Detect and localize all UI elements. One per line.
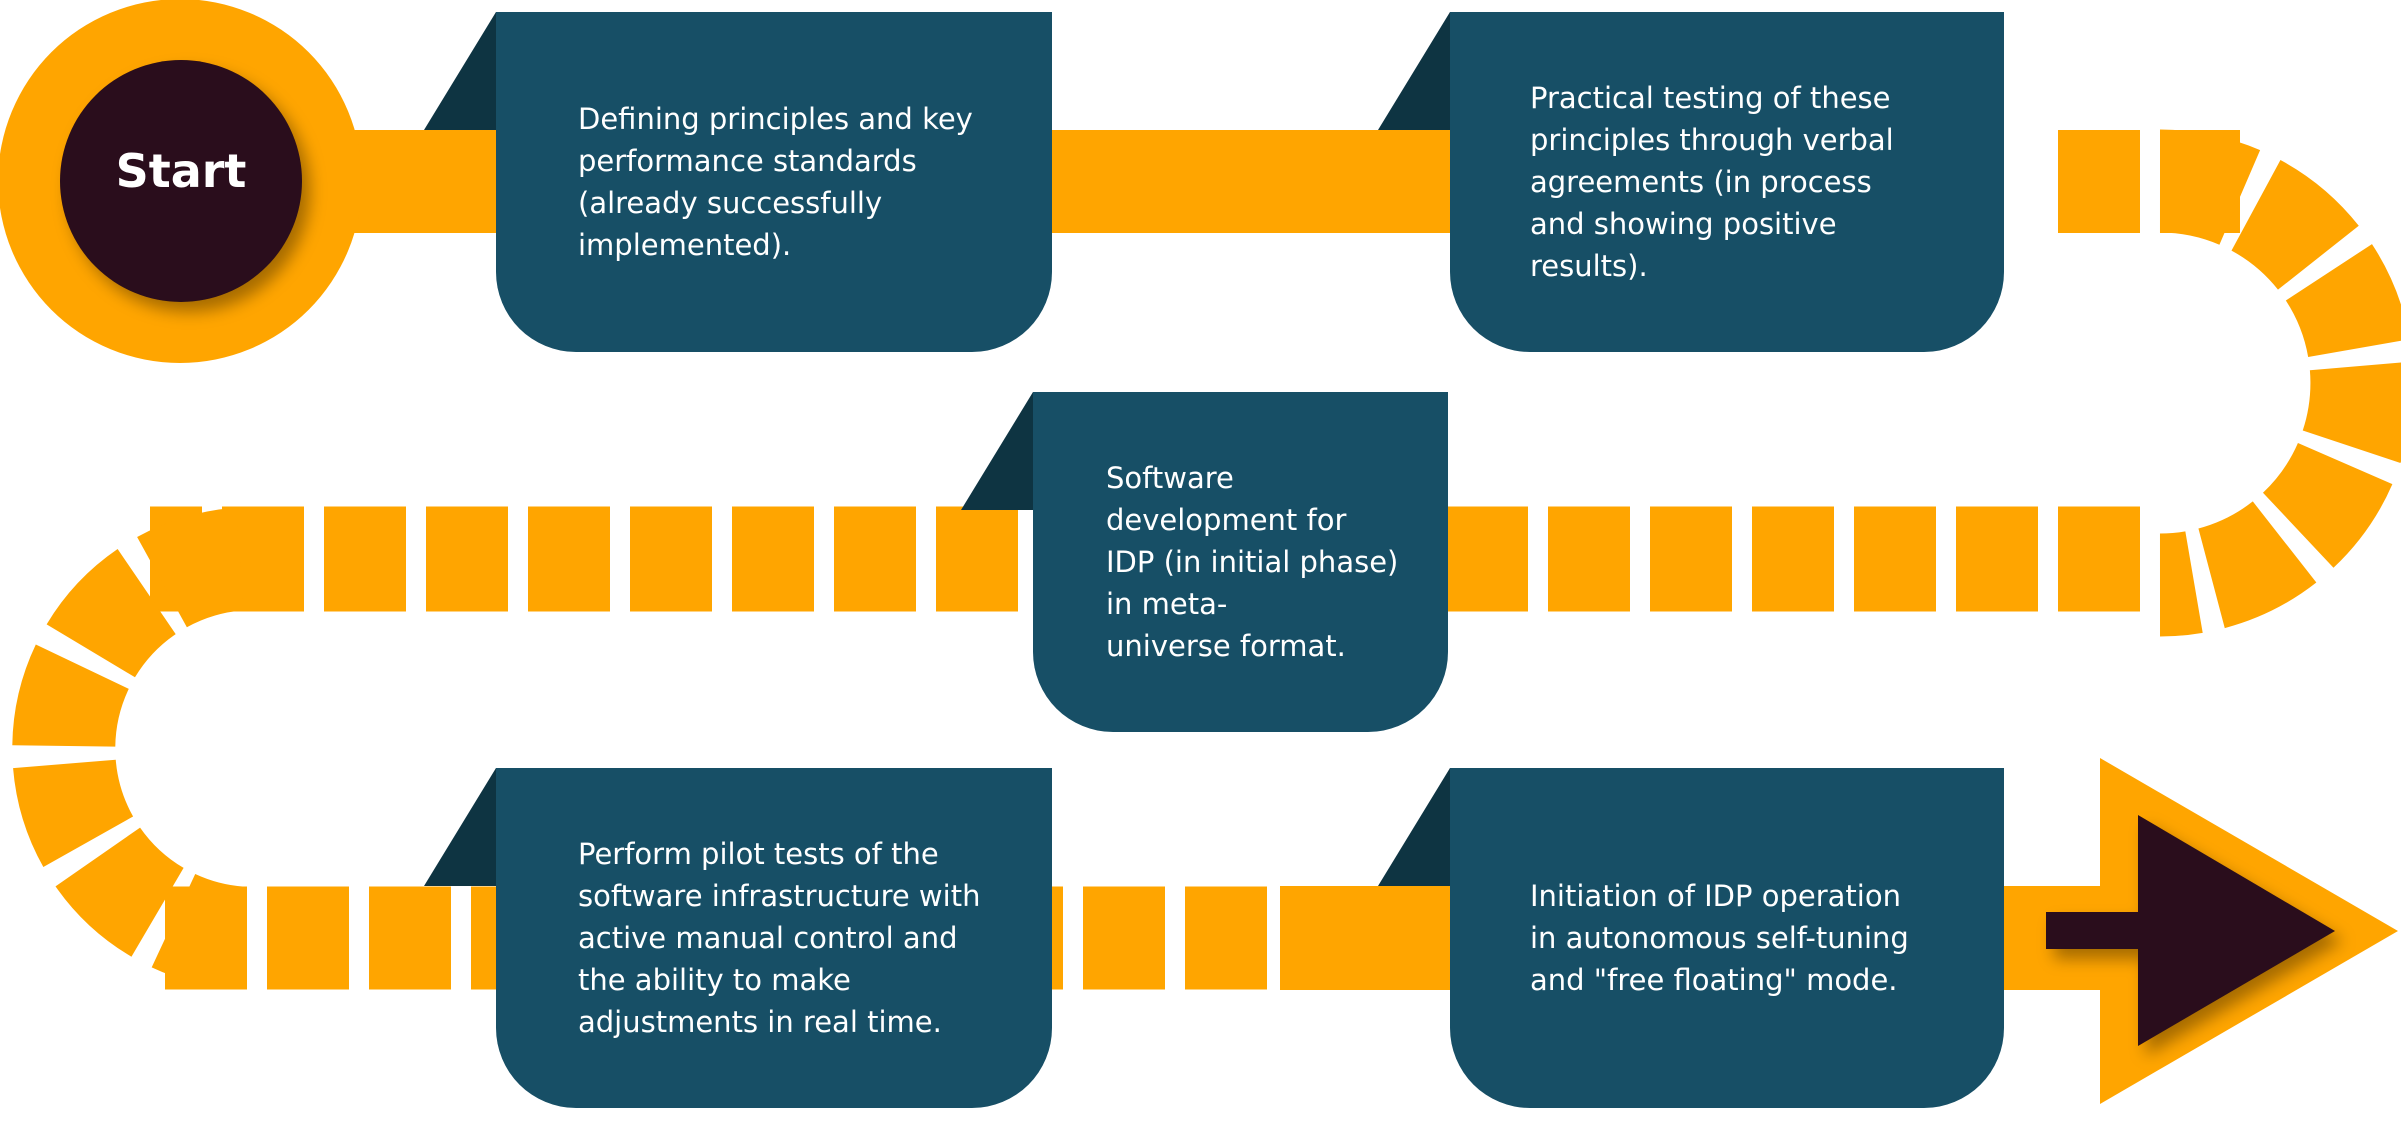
- step-4-text: Perform pilot tests of the software infr…: [578, 837, 981, 1039]
- step-3-tab: [961, 392, 1033, 510]
- step-5-card: Initiation of IDP operation in autonomou…: [1450, 768, 2004, 1108]
- step-4-card: Perform pilot tests of the software infr…: [496, 768, 1052, 1108]
- finish-arrow-icon: [2046, 758, 2398, 1104]
- start-circle-icon: [0, 0, 362, 363]
- step-3-card: Software development for IDP (in initial…: [1033, 392, 1448, 732]
- step-1-tab: [424, 12, 496, 130]
- step-5-tab: [1378, 768, 1450, 886]
- road-dash: [2058, 130, 2140, 233]
- road-right-turn: [2159, 129, 2401, 637]
- step-5-text: Initiation of IDP operation in autonomou…: [1530, 879, 1909, 997]
- step-2-text: Practical testing of these principles th…: [1530, 81, 1894, 283]
- step-2-card: Practical testing of these principles th…: [1450, 12, 2004, 352]
- step-4-tab: [424, 768, 496, 886]
- start-label: Start: [115, 144, 247, 198]
- step-1-text: Defining principles and key performance …: [578, 102, 973, 262]
- road-left-turn: [12, 507, 245, 990]
- step-1-card: Defining principles and key performance …: [496, 12, 1052, 352]
- step-3-text: Software development for IDP (in initial…: [1106, 461, 1399, 663]
- step-2-tab: [1378, 12, 1450, 130]
